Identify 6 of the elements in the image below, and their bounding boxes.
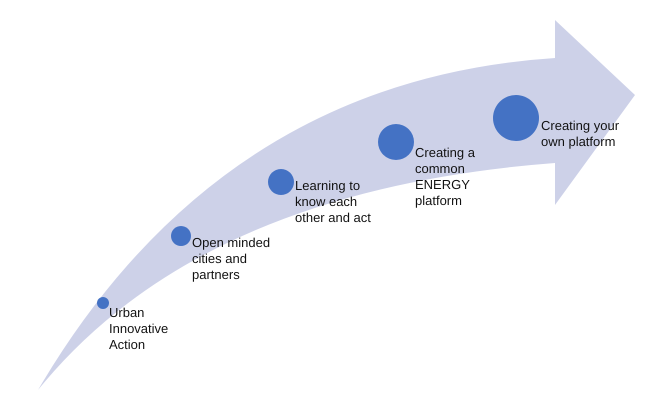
stage-label: Creating your own platform xyxy=(541,118,620,150)
stage-label: Open minded cities and partners xyxy=(192,235,272,283)
stage-label: Creating a common ENERGY platform xyxy=(415,145,476,209)
stage-label: Learning to know each other and act xyxy=(295,178,372,226)
circle-marker xyxy=(97,297,109,309)
stage-label: Urban Innovative Action xyxy=(109,305,170,353)
